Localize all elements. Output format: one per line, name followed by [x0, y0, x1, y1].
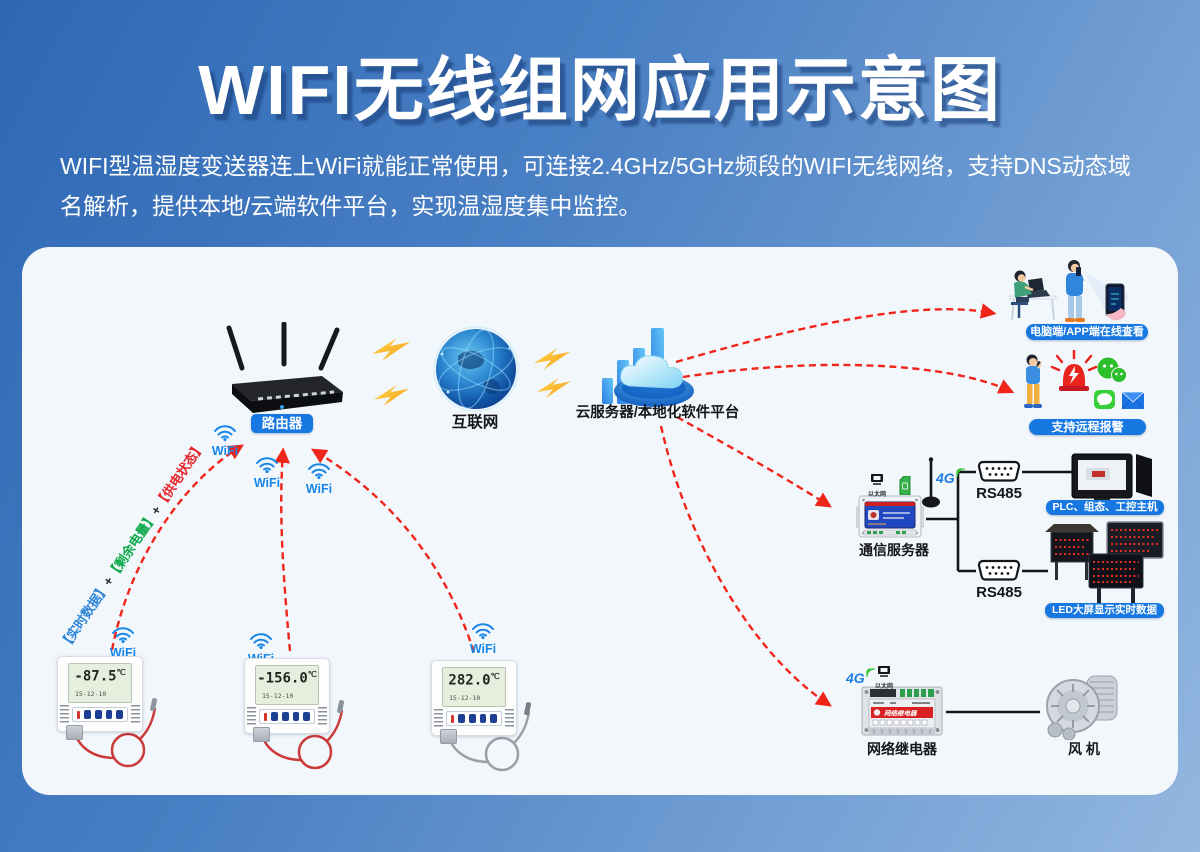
- alarm-rays: [1050, 350, 1098, 372]
- plc-label: PLC、组态、工控主机: [1046, 500, 1164, 515]
- fan-blower-icon: [1046, 675, 1118, 740]
- cable-gland: [253, 727, 270, 742]
- viewers-label: 电脑端/APP端在线查看: [1026, 324, 1148, 340]
- sensor-buttons: [259, 709, 315, 724]
- router-label: 路由器: [251, 414, 313, 433]
- sensor-lcd: 282.0℃ 15-12-10: [442, 667, 506, 707]
- internet-globe-icon: [433, 326, 519, 412]
- wifi-icon-sensor-3: WiFi: [466, 622, 500, 656]
- comm-server-label: 通信服务器: [859, 542, 929, 558]
- rs485-label-bottom: RS485: [976, 584, 1022, 601]
- sensor-lcd: -87.5℃ 15-12-10: [68, 663, 132, 703]
- cloud-server-label: 云服务器/本地化软件平台: [575, 405, 740, 421]
- sensor-buttons: [72, 707, 128, 722]
- fan-label: 风 机: [1068, 741, 1100, 757]
- wifi-icon-router-3: WiFi: [302, 462, 336, 496]
- antenna-4g-icon: [922, 457, 940, 508]
- sensor-device-2: -156.0℃ 15-12-10: [244, 658, 345, 770]
- sim-card-icon: [899, 476, 911, 495]
- alarm-label: 支持远程报警: [1029, 419, 1146, 435]
- sensor-lcd: -156.0℃ 15-12-10: [255, 665, 319, 705]
- ethernet-icon-comm: 以太网: [866, 472, 888, 498]
- rs485-label-top: RS485: [976, 485, 1022, 502]
- relay-label: 网络继电器: [867, 741, 937, 757]
- relay-red-band: [871, 707, 933, 718]
- cable-gland: [440, 729, 457, 744]
- ethernet-icon-relay: 以太网: [873, 664, 895, 690]
- rs485-connector-bottom: [977, 559, 1021, 581]
- wifi-icon-sensor-1: WiFi: [106, 626, 140, 660]
- sensor-device-1: -87.5℃ 15-12-10: [57, 656, 158, 768]
- router-icon: [226, 322, 343, 413]
- message-icon: [1094, 390, 1115, 409]
- internet-label: 互联网: [451, 414, 499, 431]
- led-screens: [1045, 521, 1164, 604]
- led-label: LED大屏显示实时数据: [1045, 603, 1164, 618]
- comm-server-device: [856, 495, 924, 538]
- sensor-buttons: [446, 711, 502, 726]
- plc-hmi-monitors: [1071, 453, 1152, 501]
- cloud-server-icon: [602, 328, 694, 407]
- wechat-icon: [1097, 357, 1127, 383]
- badge-4g-comm: 4G: [936, 468, 966, 486]
- page-title: WIFI无线组网应用示意图: [198, 51, 1002, 129]
- network-relay-device: 网络继电器: [861, 686, 943, 736]
- relay-device-text: 网络继电器: [884, 710, 918, 718]
- pc-app-viewers-illustration: [1009, 260, 1130, 322]
- mail-icon: [1120, 391, 1144, 410]
- wifi-icon-router-1: WiFi: [208, 424, 242, 458]
- page-description: WIFI型温湿度变送器连上WiFi就能正常使用，可连接2.4GHz/5GHz频段…: [60, 153, 1131, 220]
- rs485-connector-top: [977, 460, 1021, 482]
- badge-4g-relay: 4G: [846, 668, 876, 686]
- remote-alarm-illustration: [1024, 350, 1144, 410]
- cable-gland: [66, 725, 83, 740]
- sensor-device-3: 282.0℃ 15-12-10: [431, 660, 532, 772]
- wifi-icon-router-2: WiFi: [250, 456, 284, 490]
